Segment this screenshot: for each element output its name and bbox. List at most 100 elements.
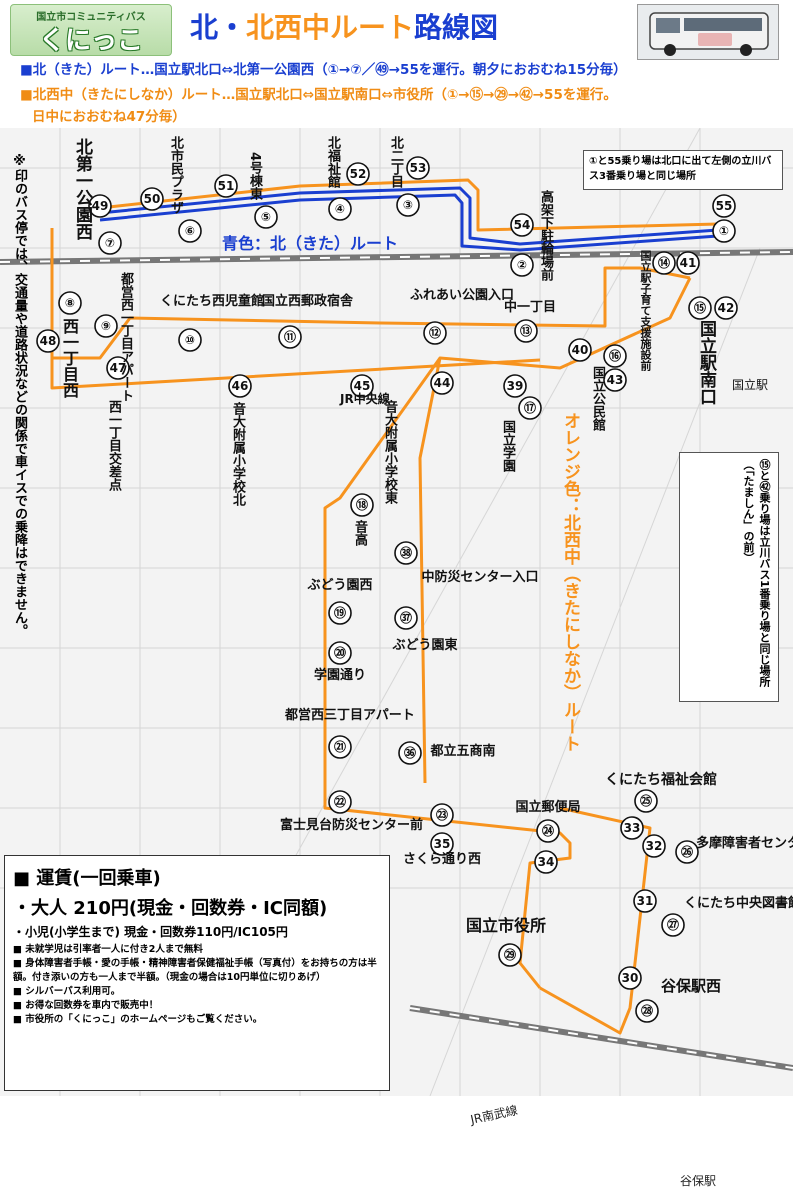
stop-name-6: 北市民プラザ xyxy=(168,136,183,214)
svg-text:⑧: ⑧ xyxy=(65,296,75,310)
fare-note-silverpass: ■ シルバーパス利用可。 xyxy=(13,986,121,997)
jr-chuo-line-label: JR中央線 xyxy=(340,392,390,406)
fare-note-disability: ■ 身体障害者手帳・愛の手帳・精神障害者保健福祉手帳（写真付）をお持ちの方は半額… xyxy=(13,958,377,983)
svg-text:㉘: ㉘ xyxy=(641,1003,653,1018)
svg-text:⑪: ⑪ xyxy=(284,329,296,344)
stop-name-9: 都営西一丁目アパート xyxy=(118,272,133,402)
route-north-desc: ■北（きた）ルート…国立駅北口⇔北第一公園西（①→⑦／㊾→55を運行。朝夕におお… xyxy=(20,62,627,78)
svg-text:53: 53 xyxy=(410,161,427,175)
stop-name-15: 国立駅南口 xyxy=(696,320,716,405)
stop-name-16: 国立公民館 xyxy=(590,366,605,431)
svg-text:㉗: ㉗ xyxy=(667,917,679,932)
svg-text:35: 35 xyxy=(434,837,451,851)
svg-text:㉙: ㉙ xyxy=(504,947,516,962)
svg-text:48: 48 xyxy=(40,334,57,348)
title-sep: ・ xyxy=(218,11,247,44)
svg-text:⑰: ⑰ xyxy=(524,400,536,415)
fare-adult: ・大人 210円(現金・回数券・IC同額) xyxy=(13,898,328,919)
title-rosenzu: 路線図 xyxy=(414,11,499,44)
stop-name-47: 西一丁目交差点 xyxy=(106,400,121,491)
note-stop-15-42-text: ⑮と㊷乗り場は立川バス1番乗り場と同じ場所（「たましん」の前） xyxy=(742,459,771,687)
stop-name-19: ぶどう園西 xyxy=(307,578,373,593)
svg-text:33: 33 xyxy=(624,821,641,835)
stop-name-18: 音高 xyxy=(352,520,367,546)
svg-text:52: 52 xyxy=(350,167,367,181)
stop-name-5: 4号棟東 xyxy=(247,152,262,201)
title-kitanishinaka: 北西中ルート xyxy=(246,11,415,44)
wheelchair-note: ※印のバス停では、交通量や道路状況などの関係で車イスでの乗降はできません。 xyxy=(12,154,27,637)
svg-text:⑦: ⑦ xyxy=(105,236,115,250)
stop-name-28: 谷保駅西 xyxy=(660,977,721,995)
stop-name-26: 多摩障害者センター西 xyxy=(696,836,793,851)
fare-title: ■ 運賃(一回乗車) xyxy=(13,868,161,889)
svg-text:㉔: ㉔ xyxy=(542,823,554,838)
svg-text:47: 47 xyxy=(110,361,127,375)
svg-text:⑩: ⑩ xyxy=(185,333,195,347)
stop-name-8: 西一丁目西 xyxy=(60,318,79,398)
svg-text:44: 44 xyxy=(434,376,451,390)
stop-name-24: 国立郵便局 xyxy=(515,800,581,815)
svg-text:⑮: ⑮ xyxy=(694,300,706,315)
svg-text:⑥: ⑥ xyxy=(185,224,195,238)
stop-name-4: 北福祉館 xyxy=(325,136,340,188)
stop-name-14: 国立駅子育て支援施設前 xyxy=(639,250,652,371)
svg-text:⑬: ⑬ xyxy=(520,323,532,338)
stop-name-21: 都営西三丁目アパート xyxy=(285,708,415,723)
stop-name-45: 音大附属小学校東 xyxy=(382,400,397,504)
svg-text:⑭: ⑭ xyxy=(658,255,670,270)
stop-name-23: さくら通り西 xyxy=(402,852,481,867)
svg-text:㉕: ㉕ xyxy=(640,793,652,808)
logo-subtitle: 国立市コミュニティバス xyxy=(36,12,146,23)
page-title: 北・北西中ルート路線図 xyxy=(190,6,498,46)
fare-info-box: ■ 運賃(一回乗車) ・大人 210円(現金・回数券・IC同額) ・小児(小学生… xyxy=(4,855,390,1091)
svg-text:㉑: ㉑ xyxy=(334,739,346,754)
stop-name-13: 中一丁目 xyxy=(503,300,556,315)
svg-text:⑫: ⑫ xyxy=(429,325,441,340)
stop-name-3: 北二丁目 xyxy=(388,136,403,188)
stop-name-22: 富士見台防災センター前 xyxy=(280,818,424,833)
stop-name-10: くにたち西児童館 xyxy=(160,294,265,309)
fare-child: ・小児(小学生まで) 現金・回数券110円/IC105円 xyxy=(13,925,288,939)
svg-text:㊱: ㊱ xyxy=(404,745,416,760)
bus-photo xyxy=(637,4,779,60)
header: 国立市コミュニティバス くにっこ 北・北西中ルート路線図 ■北（きた）ルート…国… xyxy=(0,0,793,128)
blue-route-legend: 青色：北（きた）ルート xyxy=(222,234,399,253)
svg-text:43: 43 xyxy=(607,373,624,387)
orange-route-legend: オレンジ色：北西中（きたにしなか）ルート xyxy=(560,412,580,752)
svg-text:40: 40 xyxy=(572,343,589,357)
route-northwest-desc-1: ■北西中（きたにしなか）ルート…国立駅北口⇔国立駅南口⇔市役所（①→⑮→㉙→㊷→… xyxy=(20,87,617,103)
svg-text:34: 34 xyxy=(538,855,555,869)
svg-text:⑳: ⑳ xyxy=(334,645,346,660)
fare-note-homepage: ■ 市役所の「くにっこ」のホームページもご覧ください。 xyxy=(13,1014,263,1025)
stop-name-11: 国立西郵政宿舎 xyxy=(262,294,354,309)
blue-route-path xyxy=(99,186,719,252)
note-stop-1-55: ①と55乗り場は北口に出て左側の立川バス3番乗り場と同じ場所 xyxy=(583,150,783,190)
note-stop-15-42: ⑮と㊷乗り場は立川バス1番乗り場と同じ場所（「たましん」の前） xyxy=(679,452,779,702)
logo-name: くにっこ xyxy=(38,26,143,56)
svg-text:⑨: ⑨ xyxy=(101,319,111,333)
stop-num-55: 55 xyxy=(716,199,733,213)
kunikko-logo: 国立市コミュニティバス くにっこ xyxy=(10,4,172,56)
stop-name-7: 北第一公園西 xyxy=(72,138,92,240)
svg-text:50: 50 xyxy=(144,192,161,206)
stop-name-12: ふれあい公園入口 xyxy=(410,288,515,303)
fare-note-coupon: ■ お得な回数券を車内で販売中！ xyxy=(13,1000,159,1011)
svg-text:32: 32 xyxy=(646,839,663,853)
svg-text:54: 54 xyxy=(514,218,531,232)
stop-name-2: 高架下駐輪場前 xyxy=(538,190,553,281)
stop-name-20: 学園通り xyxy=(313,668,366,683)
svg-text:㊳: ㊳ xyxy=(400,545,412,560)
svg-text:41: 41 xyxy=(680,256,697,270)
svg-text:⑯: ⑯ xyxy=(609,348,621,363)
svg-text:31: 31 xyxy=(637,894,654,908)
svg-text:④: ④ xyxy=(335,202,345,216)
svg-text:㊲: ㊲ xyxy=(400,610,412,625)
stop-name-29: 国立市役所 xyxy=(465,916,546,935)
stop-name-17: 国立学園 xyxy=(500,420,515,472)
yaho-station-label: 谷保駅 xyxy=(680,1174,717,1188)
kunitachi-station-label: 国立駅 xyxy=(732,378,769,392)
svg-text:30: 30 xyxy=(622,971,639,985)
stop-name-36: 都立五商南 xyxy=(430,744,496,759)
stop-markers: 55 ① 54 ② 53 ③ 52 ④ 51 ⑤ 50 ⑥ 49 ⑦ ⑧ 48 … xyxy=(36,156,738,1023)
svg-text:46: 46 xyxy=(232,379,249,393)
